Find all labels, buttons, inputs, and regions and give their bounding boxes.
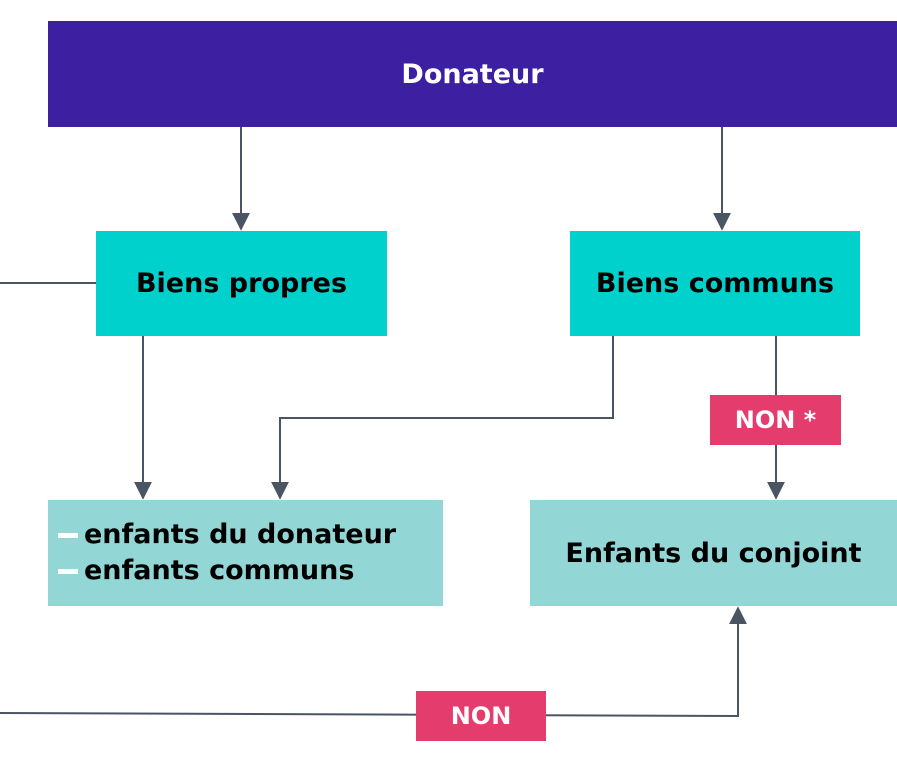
list-item-label: enfants du donateur: [84, 519, 397, 550]
donateur-node: Donateur: [48, 21, 897, 127]
non-star-label: NON *: [734, 406, 817, 434]
dash-icon: [58, 532, 78, 538]
enfants-conjoint-label: Enfants du conjoint: [565, 537, 862, 569]
enfants-conjoint-node: Enfants du conjoint: [530, 500, 897, 606]
dash-icon: [58, 568, 78, 574]
non-tag: NON: [416, 691, 546, 741]
biens-communs-label: Biens communs: [595, 268, 835, 299]
list-item-label: enfants communs: [84, 555, 355, 586]
biens-propres-node: Biens propres: [96, 231, 387, 336]
biens-propres-label: Biens propres: [135, 268, 348, 299]
biens-communs-node: Biens communs: [570, 231, 860, 336]
list-item: enfants communs: [58, 556, 354, 586]
enfants-list: enfants du donateur enfants communs: [58, 520, 396, 586]
donateur-label: Donateur: [401, 58, 544, 90]
non-label: NON: [450, 702, 512, 730]
connector-bottom-to-conjoint: [0, 606, 747, 718]
enfants-donateur-node: enfants du donateur enfants communs: [48, 500, 443, 606]
list-item: enfants du donateur: [58, 520, 396, 550]
non-star-tag: NON *: [710, 395, 841, 445]
connector-biens-communs-to-enfants: [271, 336, 614, 500]
